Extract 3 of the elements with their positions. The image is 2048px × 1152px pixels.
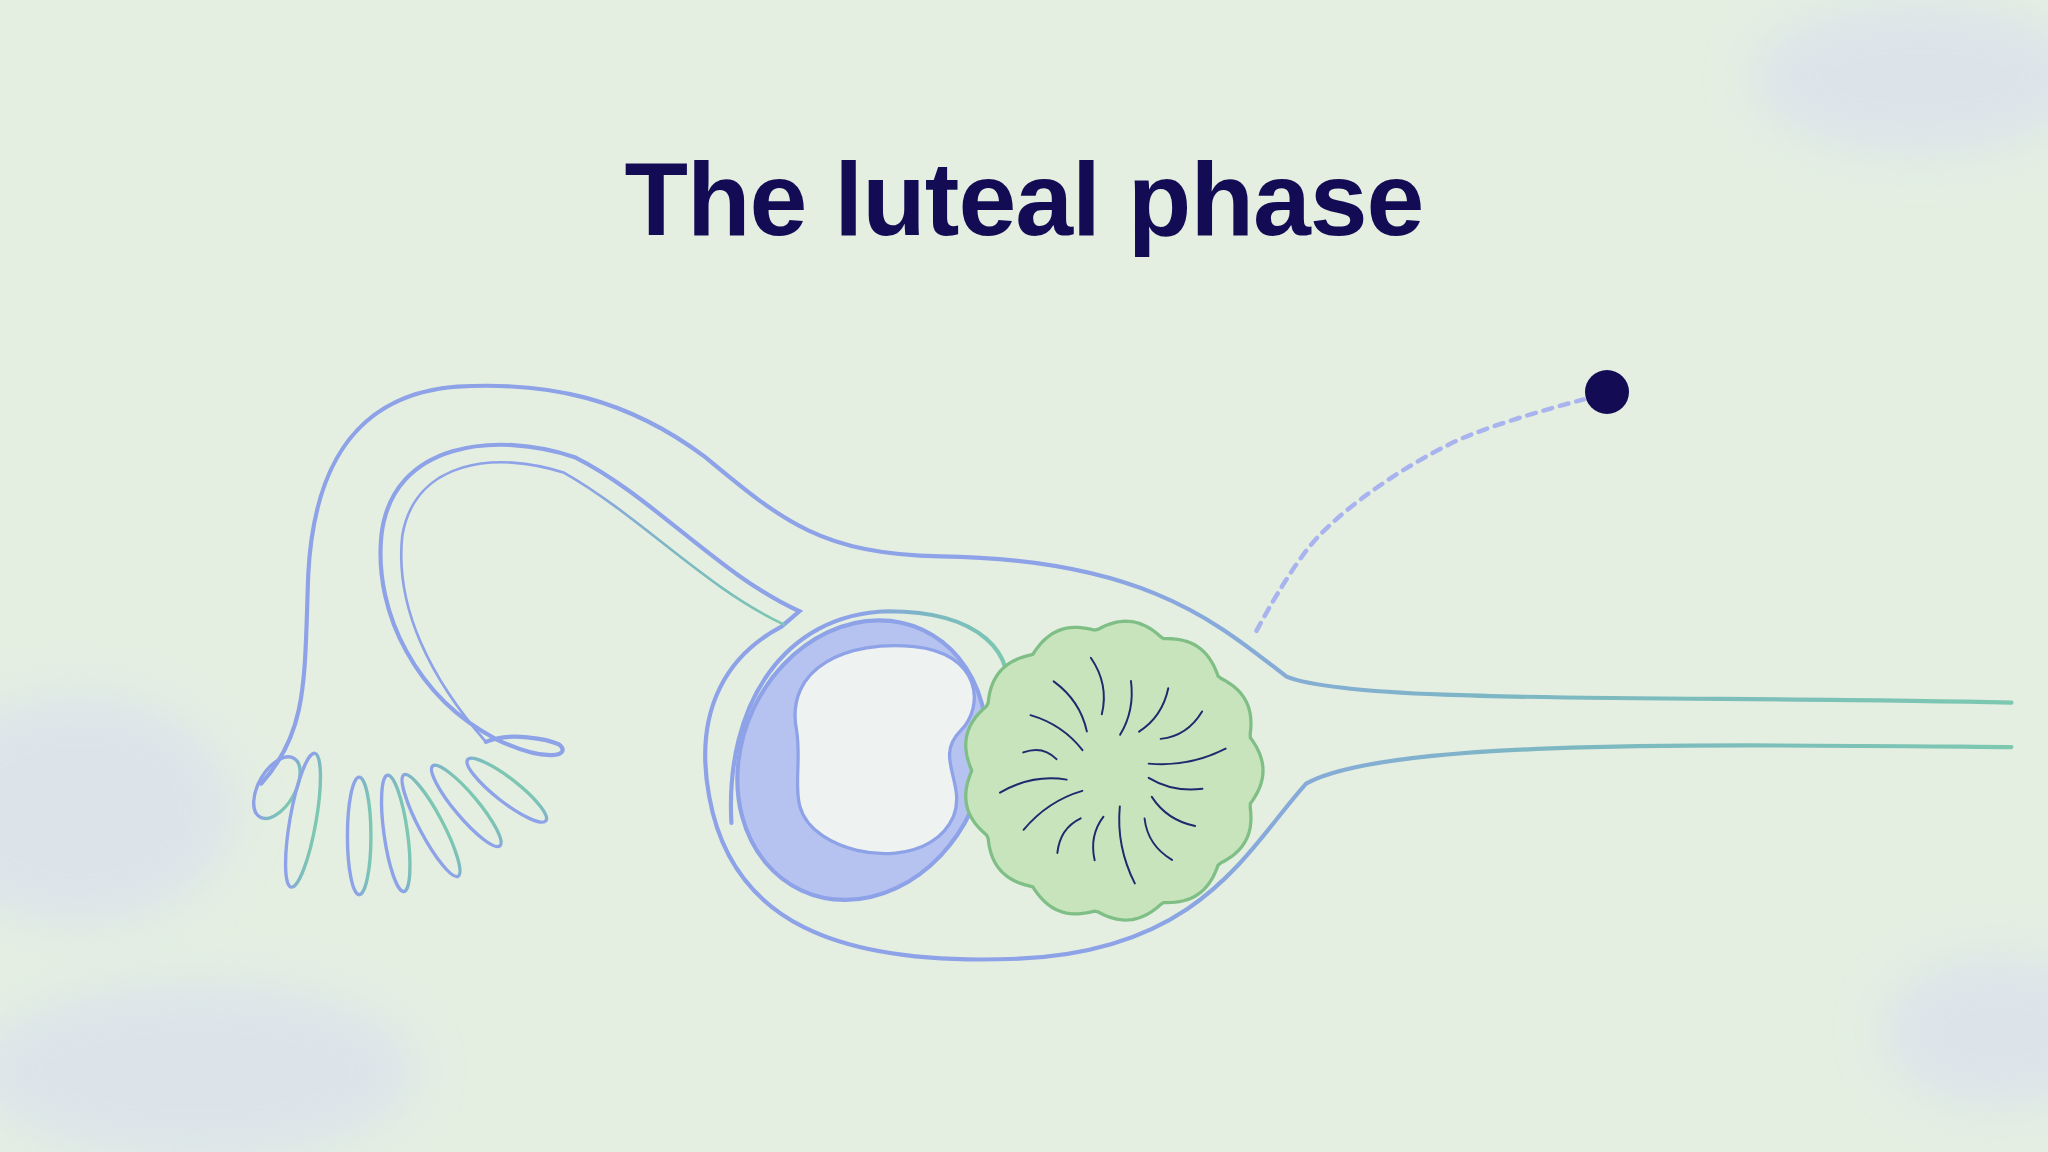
reproductive-anatomy-drawing [252,383,2014,962]
dashed-trajectory-line [1254,397,1586,634]
title: The luteal phase [624,140,1424,259]
